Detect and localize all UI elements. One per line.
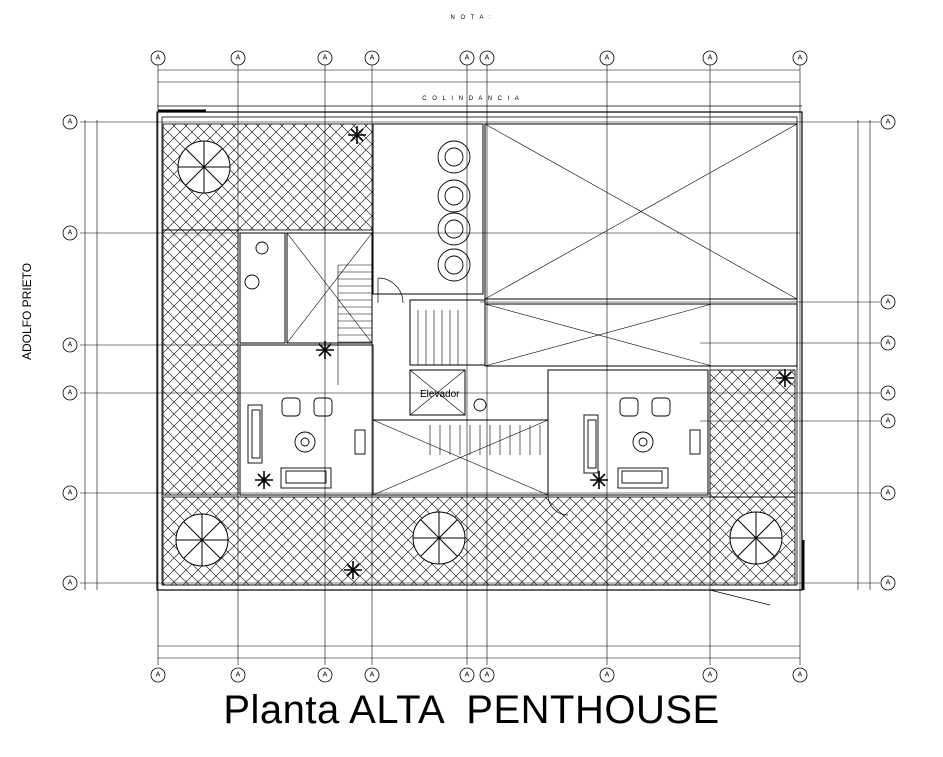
axis-label-bottom: A <box>605 672 610 679</box>
interior-walls <box>239 123 798 496</box>
door-swings <box>377 277 771 606</box>
axis-label-bottom: A <box>323 672 328 679</box>
stairs <box>337 264 541 455</box>
axis-label-right: A <box>886 340 891 347</box>
axis-label-left: A <box>68 119 73 126</box>
axis-label-right: A <box>886 418 891 425</box>
terrace-umbrellas <box>175 140 783 567</box>
axis-label-bottom: A <box>798 672 803 679</box>
axis-label-bottom: A <box>156 672 161 679</box>
hatched-terraces <box>162 123 796 586</box>
axis-label-top: A <box>465 55 470 62</box>
living-furniture <box>247 397 701 489</box>
axis-label-top: A <box>708 55 713 62</box>
axis-label-top: A <box>236 55 241 62</box>
axis-label-bottom: A <box>236 672 241 679</box>
axis-label-top: A <box>798 55 803 62</box>
axis-bubbles <box>62 50 896 683</box>
boundary-label: C O L I N D A N C I A <box>422 96 521 102</box>
axis-labels: A A A A A A A A A A A A A A A A A A A A A A A A A A A A A A A <box>68 55 891 679</box>
axis-label-top: A <box>605 55 610 62</box>
axis-label-top: A <box>485 55 490 62</box>
axis-label-bottom: A <box>708 672 713 679</box>
note-heading: N O T A : <box>450 15 493 21</box>
axis-label-left: A <box>68 490 73 497</box>
axis-label-right: A <box>886 390 891 397</box>
top-dimension-lines <box>84 69 871 659</box>
axis-label-right: A <box>886 490 891 497</box>
axis-label-right: A <box>886 580 891 587</box>
axis-label-left: A <box>68 342 73 349</box>
axis-label-left: A <box>68 580 73 587</box>
plan-title: Planta ALTA PENTHOUSE <box>223 688 720 732</box>
axis-label-right: A <box>886 119 891 126</box>
axis-label-left: A <box>68 230 73 237</box>
ceiling-fixtures <box>244 140 654 453</box>
axis-label-bottom: A <box>465 672 470 679</box>
potted-plants <box>255 126 794 579</box>
axis-label-right: A <box>886 299 891 306</box>
axis-label-left: A <box>68 390 73 397</box>
axis-label-top: A <box>323 55 328 62</box>
axis-label-top: A <box>156 55 161 62</box>
axis-label-bottom: A <box>370 672 375 679</box>
axis-label-top: A <box>370 55 375 62</box>
axis-label-bottom: A <box>485 672 490 679</box>
